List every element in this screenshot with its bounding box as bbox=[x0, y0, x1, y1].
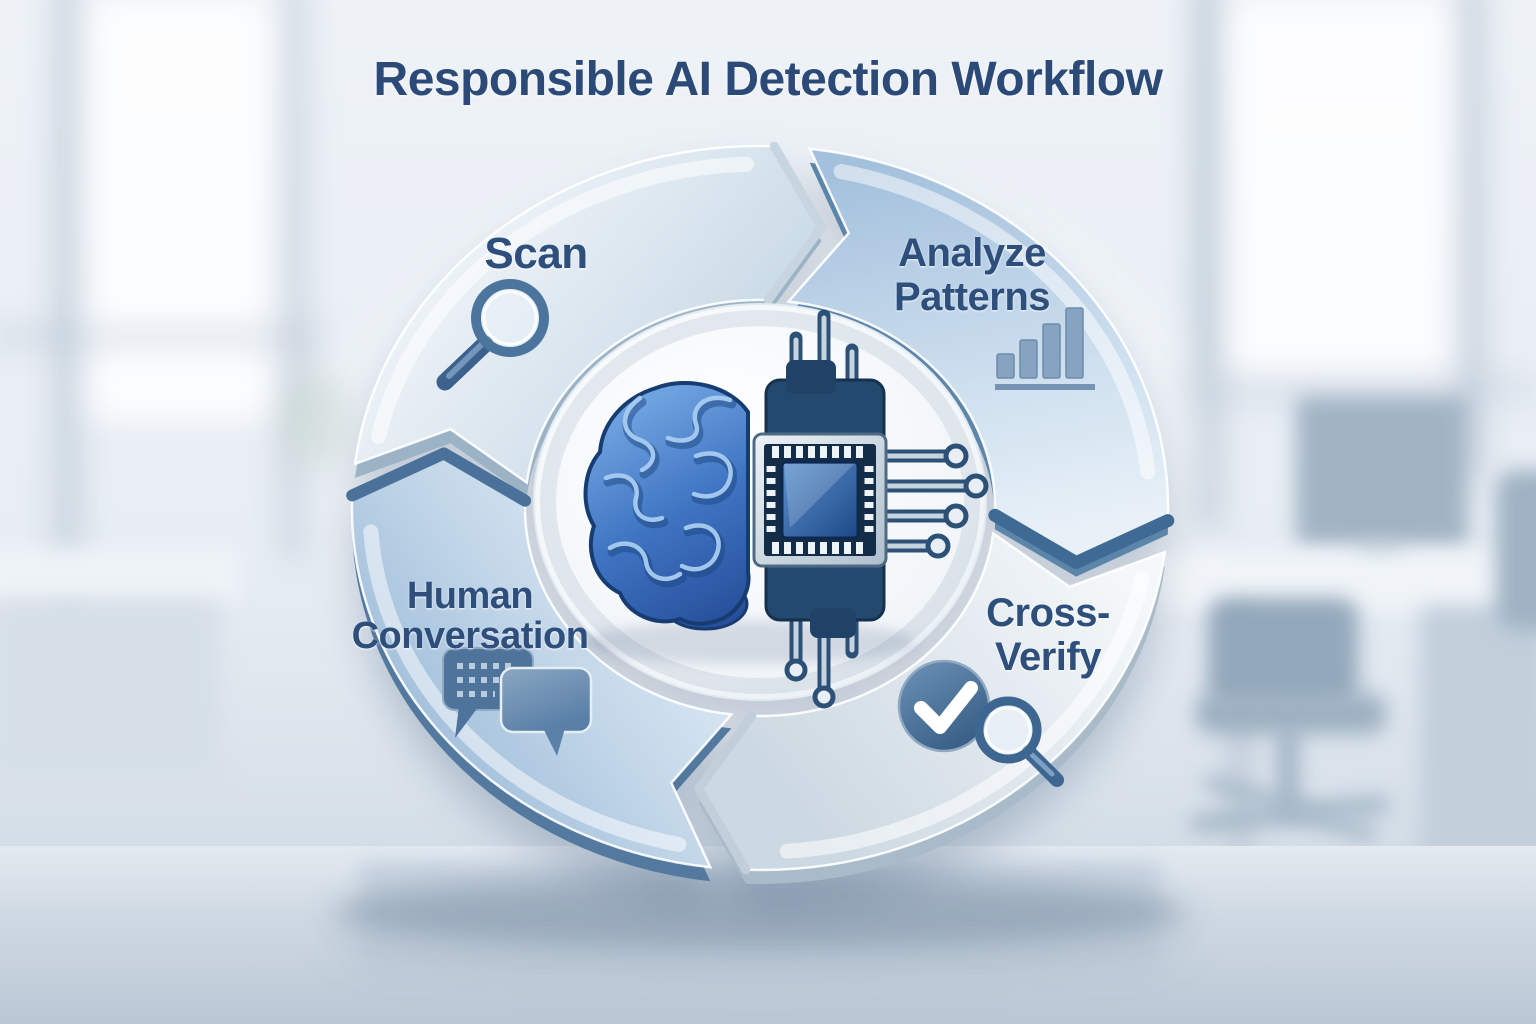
page-title: Responsible AI Detection Workflow bbox=[373, 53, 1163, 106]
illustration-shadow bbox=[585, 620, 915, 664]
step-label-scan: Scan bbox=[484, 229, 588, 278]
step-label-line: Scan bbox=[484, 229, 588, 278]
step-label-line: Patterns bbox=[893, 275, 1051, 319]
ring-segment-human-conversation bbox=[350, 451, 734, 869]
brain-half-icon bbox=[583, 380, 751, 631]
chip-pin-terminals bbox=[784, 443, 989, 709]
step-label-cross-verify: Cross- Verify bbox=[986, 591, 1110, 679]
brain-chip-illustration bbox=[583, 309, 989, 709]
center-disc-inner-shadow bbox=[540, 310, 980, 694]
step-label-line: Analyze bbox=[898, 231, 1046, 275]
step-label-line: Verify bbox=[995, 635, 1101, 679]
ring-segment-scan bbox=[353, 144, 823, 485]
step-label-human-conversation: Human Conversation bbox=[352, 576, 589, 656]
step-label-line: Cross- bbox=[986, 591, 1110, 635]
ring-ground-shadow bbox=[330, 876, 1190, 948]
arrow-tip-rims bbox=[346, 141, 1175, 875]
circuit-chip-icon bbox=[752, 309, 989, 709]
step-label-line: Conversation bbox=[351, 615, 589, 657]
ring-segment-analyze-patterns bbox=[786, 147, 1170, 565]
step-label-analyze-patterns: Analyze Patterns bbox=[893, 231, 1051, 319]
step-label-line: Human bbox=[406, 575, 534, 617]
